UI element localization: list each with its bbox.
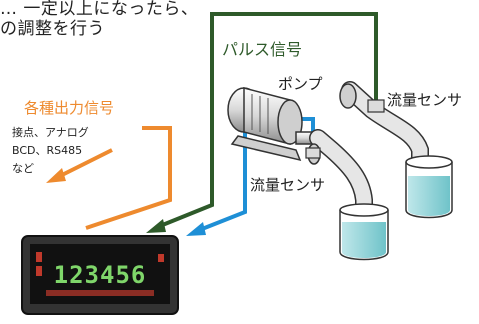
pipe-top	[339, 81, 429, 171]
outputs-line-1: 接点、アナログ	[12, 126, 89, 139]
output-arrow-line	[57, 148, 113, 179]
header-line-2: の調整を行う	[0, 19, 105, 39]
output-arrowhead	[46, 168, 66, 183]
tank-right	[405, 155, 453, 219]
header-line-1: … 一定以上になったら、	[0, 0, 199, 19]
pump	[227, 87, 319, 162]
flow-sensor-label-bottom: 流量センサ	[250, 176, 326, 194]
blue-arrowhead	[186, 222, 206, 236]
flow-sensor-label-top: 流量センサ	[387, 91, 463, 109]
pulse-signal-line	[159, 12, 378, 228]
pump-label: ポンプ	[278, 75, 323, 93]
outputs-line-3: など	[12, 162, 34, 175]
outputs-title: 各種出力信号	[24, 99, 115, 117]
pulse-signal-label: パルス信号	[222, 40, 303, 59]
outputs-line-2: BCD、RS485	[12, 144, 83, 157]
pulse-arrowhead	[146, 219, 166, 233]
meter-digits: 123456	[54, 261, 147, 289]
tank-left	[339, 203, 389, 261]
pipe-bottom	[305, 129, 373, 219]
digital-meter: 123456	[21, 235, 179, 315]
output-signal-line	[85, 126, 172, 230]
